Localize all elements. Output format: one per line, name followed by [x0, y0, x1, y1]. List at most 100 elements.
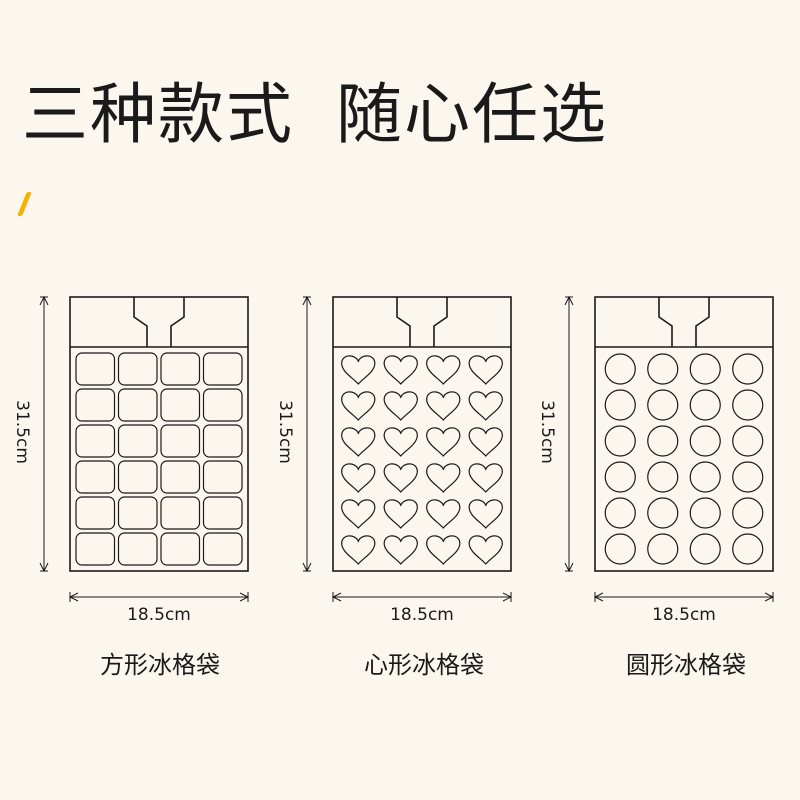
headline-part1: 三种款式: [22, 76, 294, 153]
circle-cell: [647, 353, 679, 385]
circle-cell: [732, 389, 764, 421]
square-cell: [117, 352, 158, 386]
square-cell: [117, 532, 158, 566]
square-cell: [75, 352, 116, 386]
heart-cell: [383, 535, 418, 565]
square-cell: [202, 532, 243, 566]
circle-cell: [604, 461, 636, 493]
heart-cell: [426, 355, 461, 385]
height-arrow-bottom: [39, 562, 49, 573]
width-label: 18.5cm: [390, 605, 454, 625]
circle-cell: [732, 461, 764, 493]
heart-cell: [341, 535, 376, 565]
circle-cell: [647, 389, 679, 421]
bag-outline: [69, 296, 249, 572]
bag-label-heart: 心形冰格袋: [364, 651, 484, 679]
heart-cell: [468, 391, 503, 421]
square-cell: [160, 388, 201, 422]
bag-label-square: 方形冰格袋: [100, 651, 220, 679]
circle-cell: [647, 497, 679, 529]
heart-cell: [426, 463, 461, 493]
circle-cell: [689, 425, 721, 457]
square-cell: [117, 460, 158, 494]
circle-cell: [604, 533, 636, 565]
circle-cell: [689, 533, 721, 565]
square-cell: [75, 460, 116, 494]
square-cell: [160, 352, 201, 386]
heart-cell: [383, 499, 418, 529]
heart-cell: [426, 535, 461, 565]
width-arrow-right: [502, 592, 513, 602]
circle-cell: [689, 497, 721, 529]
height-label: 31.5cm: [275, 400, 295, 464]
square-cell: [202, 496, 243, 530]
square-cell: [160, 460, 201, 494]
heart-cell: [468, 535, 503, 565]
heart-cell: [468, 499, 503, 529]
width-arrow-left: [68, 592, 79, 602]
square-cell: [202, 352, 243, 386]
circle-cell: [647, 425, 679, 457]
bag-funnel: [133, 297, 185, 347]
circle-cell: [604, 353, 636, 385]
headline-part2: 随心任选: [336, 76, 608, 153]
circle-cell: [647, 461, 679, 493]
square-cell: [160, 532, 201, 566]
square-cell: [117, 424, 158, 458]
headline: 三种款式随心任选: [22, 72, 608, 158]
width-label: 18.5cm: [127, 605, 191, 625]
circle-cell: [647, 533, 679, 565]
bag-outline: [332, 296, 512, 572]
width-arrow-left: [331, 592, 342, 602]
heart-cell: [426, 391, 461, 421]
circle-cell: [604, 497, 636, 529]
circle-cell: [689, 461, 721, 493]
heart-cell: [341, 499, 376, 529]
square-cell: [202, 424, 243, 458]
heart-cell: [383, 463, 418, 493]
square-cell: [75, 496, 116, 530]
circle-cell: [732, 497, 764, 529]
circle-cell: [604, 425, 636, 457]
height-arrow-top: [564, 295, 574, 306]
heart-cell: [341, 355, 376, 385]
square-cell: [75, 424, 116, 458]
heart-cell: [383, 355, 418, 385]
bag-funnel: [396, 297, 448, 347]
heart-cell: [468, 427, 503, 457]
height-arrow-bottom: [302, 562, 312, 573]
width-arrow-right: [764, 592, 775, 602]
circle-cell: [732, 353, 764, 385]
height-label: 31.5cm: [12, 400, 32, 464]
square-cell: [75, 388, 116, 422]
bag-outline: [594, 296, 774, 572]
circle-cell: [732, 425, 764, 457]
circle-cell: [689, 353, 721, 385]
bag-funnel: [658, 297, 710, 347]
heart-cell: [341, 391, 376, 421]
heart-cell: [341, 427, 376, 457]
heart-cell: [341, 463, 376, 493]
heart-cell: [468, 463, 503, 493]
heart-cell: [383, 427, 418, 457]
height-label: 31.5cm: [537, 400, 557, 464]
square-cell: [202, 388, 243, 422]
height-arrow-top: [39, 295, 49, 306]
heart-cell: [383, 391, 418, 421]
square-cell: [117, 388, 158, 422]
circle-cell: [732, 533, 764, 565]
width-label: 18.5cm: [652, 605, 716, 625]
circle-cell: [689, 389, 721, 421]
circle-cell: [604, 389, 636, 421]
width-arrow-left: [593, 592, 604, 602]
height-arrow-bottom: [564, 562, 574, 573]
square-cell: [202, 460, 243, 494]
height-arrow-top: [302, 295, 312, 306]
heart-cell: [426, 427, 461, 457]
square-cell: [160, 424, 201, 458]
heart-cell: [468, 355, 503, 385]
heart-cell: [426, 499, 461, 529]
bag-label-circle: 圆形冰格袋: [626, 651, 746, 679]
square-cell: [160, 496, 201, 530]
